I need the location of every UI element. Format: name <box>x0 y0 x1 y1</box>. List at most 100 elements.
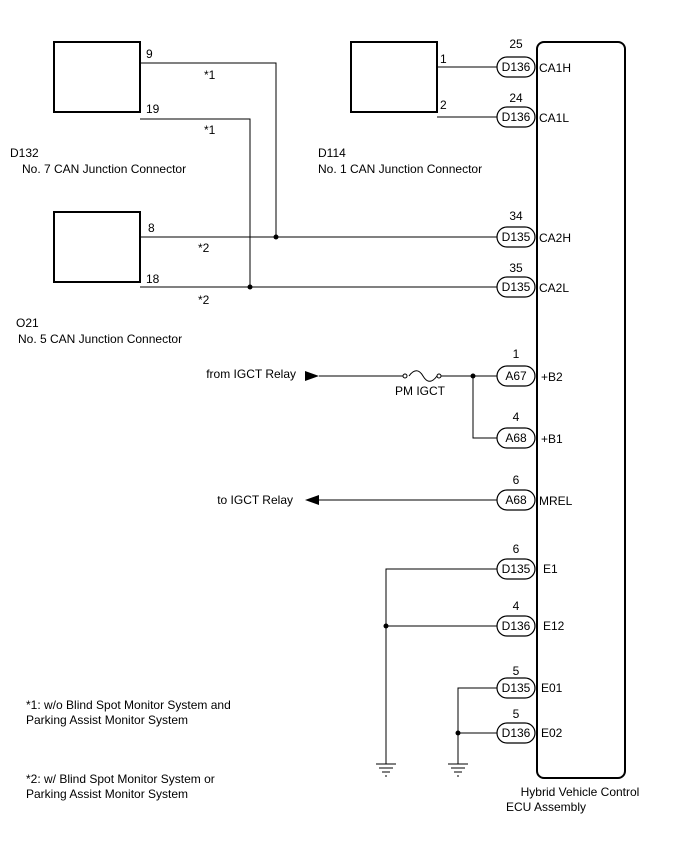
pin-number: 4 <box>513 410 520 424</box>
signal-name: E01 <box>541 681 563 695</box>
terminal-ca1l: 24 D136 CA1L <box>496 91 569 128</box>
wire-e01 <box>457 687 497 764</box>
to-igct-relay: to IGCT Relay <box>217 493 293 507</box>
pin-number: 6 <box>513 542 520 556</box>
jc-d132-box <box>53 41 141 113</box>
jc-d132-code: D132 <box>10 146 39 160</box>
wire-d132-pin9 <box>140 62 497 238</box>
signal-name: E12 <box>543 619 565 633</box>
note-mark-1b: *1 <box>204 123 216 137</box>
pin-number: 6 <box>513 473 520 487</box>
ground-right-icon <box>448 763 468 777</box>
splice-e0 <box>455 730 461 736</box>
ecu-label-line2: ECU Assembly <box>506 800 586 814</box>
jc-o21-name: No. 5 CAN Junction Connector <box>18 332 182 346</box>
connector-code: D136 <box>502 726 531 740</box>
note-1-line1: *1: w/o Blind Spot Monitor System and <box>26 698 231 712</box>
pin-number: 34 <box>509 209 523 223</box>
terminal-e02: 5 D136 E02 <box>496 707 563 744</box>
signal-name: CA2L <box>539 281 569 295</box>
connector-pill <box>496 558 536 580</box>
ground-left-icon <box>376 763 396 777</box>
fuse-icon <box>408 370 438 382</box>
signal-name: E02 <box>541 726 563 740</box>
note-mark-2b: *2 <box>198 293 210 307</box>
wire-b1 <box>472 376 497 439</box>
signal-name: CA2H <box>539 231 571 245</box>
connector-pill <box>496 226 536 248</box>
from-igct-relay: from IGCT Relay <box>206 367 296 381</box>
splice-ca2h <box>273 234 279 240</box>
connector-pill <box>496 106 536 128</box>
signal-name: +B2 <box>541 370 563 384</box>
wire-e1 <box>385 568 497 764</box>
signal-name: CA1H <box>539 61 571 75</box>
signal-name: E1 <box>543 562 558 576</box>
terminal-mrel: 6 A68 MREL <box>496 473 573 511</box>
signal-name: MREL <box>539 494 573 508</box>
jc-d114-code: D114 <box>318 146 346 160</box>
fuse-label: PM IGCT <box>395 384 446 398</box>
terminal-e01: 5 D135 E01 <box>496 664 563 699</box>
pin-number: 5 <box>513 664 520 678</box>
jc-o21-code: O21 <box>16 316 39 330</box>
connector-pill <box>496 56 536 78</box>
jc-d132-name: No. 7 CAN Junction Connector <box>22 162 186 176</box>
signal-name: +B1 <box>541 432 563 446</box>
note-mark-2a: *2 <box>198 241 210 255</box>
terminal-e1: 6 D135 E1 <box>496 542 558 580</box>
note-mark-1a: *1 <box>204 68 216 82</box>
arrow-in-icon <box>305 371 319 381</box>
arrow-out-icon <box>305 495 319 505</box>
connector-pill <box>496 365 536 387</box>
splice-ca2l <box>247 284 253 290</box>
note-2-line2: Parking Assist Monitor System <box>26 787 188 801</box>
connector-pill <box>496 722 536 744</box>
jc-d132-pin-b: 19 <box>146 102 160 116</box>
connector-code: D135 <box>502 280 531 294</box>
terminal-e12: 4 D136 E12 <box>496 599 565 637</box>
terminal-b1: 4 A68 +B1 <box>496 410 563 449</box>
connector-pill <box>496 615 536 637</box>
ecu-label-line1: Hybrid Vehicle Control <box>521 785 640 799</box>
terminal-ca2h: 34 D135 CA2H <box>496 209 571 248</box>
jc-o21-pin-b: 18 <box>146 272 160 286</box>
pin-number: 1 <box>513 347 520 361</box>
jc-d114-pin-b: 2 <box>440 98 447 112</box>
connector-pill <box>496 276 536 298</box>
note-2-line1: *2: w/ Blind Spot Monitor System or <box>26 772 215 786</box>
connector-pill <box>496 677 536 699</box>
pin-number: 35 <box>509 261 523 275</box>
connector-code: D136 <box>502 110 531 124</box>
pin-number: 25 <box>509 37 523 51</box>
connector-code: D136 <box>502 60 531 74</box>
terminal-ca2l: 35 D135 CA2L <box>496 261 569 298</box>
signal-name: CA1L <box>539 111 569 125</box>
connector-pill <box>496 489 536 511</box>
connector-code: D135 <box>502 562 531 576</box>
jc-o21-box <box>53 211 141 283</box>
connector-code: A67 <box>505 369 527 383</box>
connector-code: D135 <box>502 681 531 695</box>
ecu-body <box>536 41 626 779</box>
jc-o21-pin-a: 8 <box>148 221 155 235</box>
pin-number: 24 <box>509 91 523 105</box>
jc-d114-name: No. 1 CAN Junction Connector <box>318 162 482 176</box>
terminal-b2: 1 A67 +B2 <box>496 347 563 387</box>
connector-code: A68 <box>505 493 527 507</box>
fuse-left-terminal <box>402 373 408 379</box>
pin-number: 5 <box>513 707 520 721</box>
jc-d132-pin-a: 9 <box>146 47 153 61</box>
jc-d114-pin-a: 1 <box>440 52 447 66</box>
terminal-ca1h: 25 D136 CA1H <box>496 37 571 78</box>
connector-pill <box>496 427 536 449</box>
splice-e <box>383 623 389 629</box>
jc-d114-box <box>350 41 438 113</box>
connector-code: D135 <box>502 230 531 244</box>
fuse-right-terminal <box>436 373 442 379</box>
note-1-line2: Parking Assist Monitor System <box>26 713 188 727</box>
connector-code: D136 <box>502 619 531 633</box>
wire-d132-pin19 <box>140 118 497 288</box>
splice-b <box>470 373 476 379</box>
